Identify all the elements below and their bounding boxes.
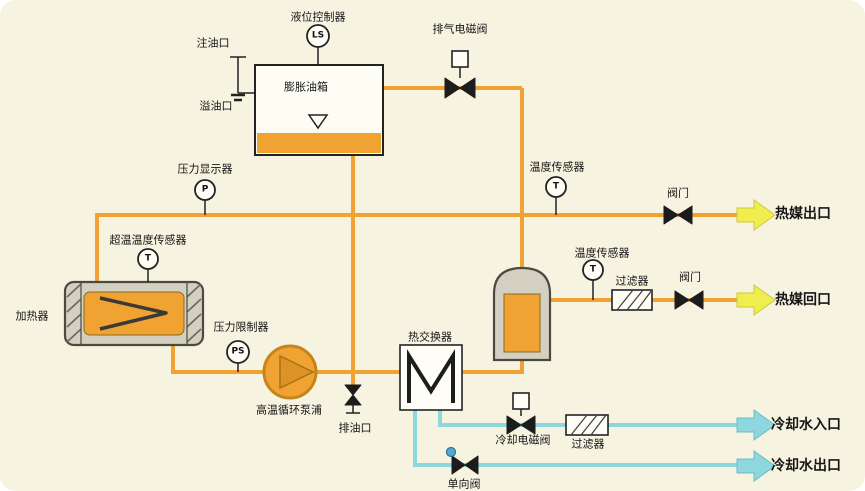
level-switch-tag: LS xyxy=(311,30,325,41)
oil-overflow-port-symbol xyxy=(231,93,245,102)
cold-pipes xyxy=(413,410,740,467)
pipe-cooling-inlet xyxy=(438,410,740,427)
label-circulation-pump: 高温循环泵浦 xyxy=(256,403,322,417)
flow-arrows xyxy=(736,199,776,482)
pressure-switch-tag: PS xyxy=(231,346,245,357)
drain-outlet-tick xyxy=(346,405,360,414)
filter-hatch xyxy=(616,289,653,311)
label-pressure-display: 压力显示器 xyxy=(177,162,233,176)
label-oil-drain-port: 排油口 xyxy=(338,421,372,435)
label-level-controller: 液位控制器 xyxy=(290,10,346,24)
overtemp-tag: T xyxy=(144,253,152,264)
valve-icon xyxy=(663,205,693,225)
temp-top-tag: T xyxy=(552,181,560,192)
circulation-pump-unit xyxy=(262,344,318,400)
valve-icon xyxy=(344,384,362,406)
heater-cap-lines xyxy=(80,282,188,345)
cooling-solenoid-valve-symbol xyxy=(506,392,536,435)
valve-icon xyxy=(506,415,536,435)
outlet-valve-symbol xyxy=(663,205,693,225)
label-cooling-solenoid: 冷却电磁阀 xyxy=(495,433,551,447)
pipe-exchanger-to-vessel xyxy=(462,358,524,374)
hot-outlet-arrow xyxy=(736,199,776,231)
label-oil-fill-port: 注油口 xyxy=(196,36,230,50)
valve-icon xyxy=(674,290,704,310)
label-hot-medium-return: 热媒回口 xyxy=(775,292,831,308)
pipe-main-supply xyxy=(95,213,740,282)
label-overtemp-sensor: 超温温度传感器 xyxy=(109,233,187,247)
filter-hatch xyxy=(570,414,607,436)
level-indicator-icon xyxy=(307,114,329,130)
label-expansion-tank: 膨胀油箱 xyxy=(284,80,328,94)
oil-fill-port-symbol xyxy=(230,56,254,94)
solenoid-coil-box xyxy=(451,50,469,68)
label-filter-hot: 过滤器 xyxy=(615,274,649,288)
filter-cooling-symbol xyxy=(565,414,609,436)
pressure-switch-circle xyxy=(226,340,250,364)
exhaust-solenoid-valve-symbol xyxy=(444,50,476,99)
overtemp-sensor-circle xyxy=(137,248,159,270)
label-pressure-limiter: 压力限制器 xyxy=(213,320,269,334)
label-heater: 加热器 xyxy=(15,309,49,323)
pipe-heater-to-exchanger xyxy=(171,345,400,374)
temp-sensor-top-circle xyxy=(545,176,567,198)
check-valve-symbol xyxy=(445,446,479,475)
solenoid-coil-box xyxy=(512,392,530,410)
separator-vessel xyxy=(492,266,552,362)
heater-hatch-right xyxy=(186,283,202,343)
heater-vessel xyxy=(63,280,205,347)
label-valve-top: 阀门 xyxy=(667,186,689,200)
label-valve-return: 阀门 xyxy=(679,270,701,284)
hot-return-arrow xyxy=(736,284,776,316)
instrument-stubs xyxy=(147,47,594,372)
drain-valve-symbol xyxy=(344,384,362,414)
heating-element-icon xyxy=(99,296,168,331)
heater-core xyxy=(83,291,185,336)
heater-hatch-left xyxy=(66,283,82,343)
expansion-tank xyxy=(254,64,384,156)
heat-exchanger-unit xyxy=(399,344,463,411)
hot-pipes xyxy=(95,86,740,385)
label-exhaust-solenoid: 排气电磁阀 xyxy=(432,22,488,36)
valve-icon xyxy=(444,77,476,99)
label-hot-medium-outlet: 热媒出口 xyxy=(775,206,831,222)
label-cooling-water-inlet: 冷却水入口 xyxy=(771,417,841,433)
pressure-indicator-circle xyxy=(194,179,216,201)
temp-sensor-return-circle xyxy=(582,259,604,281)
separator-oil xyxy=(503,293,541,353)
temp-return-tag: T xyxy=(589,264,597,275)
expansion-tank-oil-level xyxy=(257,133,381,153)
cool-outlet-arrow xyxy=(736,450,776,482)
pressure-tag: P xyxy=(201,184,209,195)
filter-box xyxy=(611,289,653,311)
pump-rotor-icon xyxy=(279,354,315,390)
label-filter-cooling: 过滤器 xyxy=(571,437,605,451)
label-check-valve: 单向阀 xyxy=(447,477,481,491)
label-cooling-water-outlet: 冷却水出口 xyxy=(771,458,841,474)
check-ball-icon xyxy=(445,446,457,458)
label-temp-sensor-top: 温度传感器 xyxy=(529,160,585,174)
valve-icon xyxy=(451,455,479,475)
level-switch-circle xyxy=(306,24,330,48)
return-valve-symbol xyxy=(674,290,704,310)
label-temp-sensor-return: 温度传感器 xyxy=(574,246,630,260)
heat-exchanger-coil-icon xyxy=(407,349,455,403)
label-oil-overflow-port: 溢油口 xyxy=(199,99,233,113)
label-heat-exchanger: 热交换器 xyxy=(408,330,452,344)
pipe-cooling-outlet xyxy=(413,410,740,467)
filter-box xyxy=(565,414,609,436)
filter-hot-symbol xyxy=(611,289,653,311)
instrument-circles xyxy=(137,24,604,364)
cool-inlet-arrow xyxy=(736,409,776,441)
